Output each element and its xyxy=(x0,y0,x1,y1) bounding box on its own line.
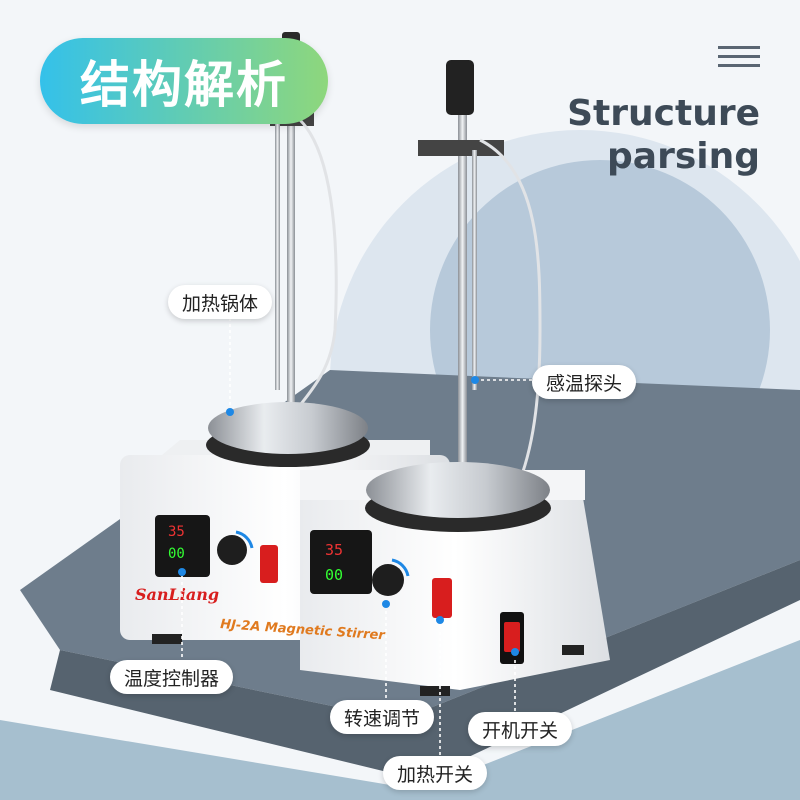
left-stand-rod xyxy=(287,40,295,430)
menu-icon xyxy=(718,46,760,68)
stirrer-body-right xyxy=(300,480,610,690)
title-en-line2: parsing xyxy=(607,136,760,177)
left-hot-plate xyxy=(208,402,368,454)
left-heat-switch xyxy=(260,545,278,583)
label-power-switch: 开机开关 xyxy=(468,712,573,746)
title-en-line1: Structure xyxy=(567,93,760,134)
left-temp-display xyxy=(155,515,210,577)
brand-logo: SanLiang xyxy=(135,585,219,604)
page-title-cn: 结构解析 xyxy=(40,38,328,124)
right-probe xyxy=(472,150,477,390)
left-probe xyxy=(275,120,280,390)
floor-strip xyxy=(0,640,800,800)
svg-text:00: 00 xyxy=(168,546,185,562)
label-heating-pot: 加热锅体 xyxy=(168,285,273,319)
right-temp-display xyxy=(310,530,372,594)
right-speed-knob xyxy=(372,564,404,596)
right-display-reading: 35 xyxy=(325,541,343,559)
right-stand-rod xyxy=(458,60,467,470)
label-temp-controller: 温度控制器 xyxy=(110,660,234,694)
svg-text:00: 00 xyxy=(325,566,343,584)
label-speed-knob: 转速调节 xyxy=(330,700,435,734)
left-speed-knob xyxy=(217,535,247,565)
left-display-reading: 35 xyxy=(168,524,185,540)
table-front xyxy=(50,560,800,780)
label-heat-switch: 加热开关 xyxy=(383,756,488,790)
right-hot-plate xyxy=(366,462,550,518)
right-heat-switch xyxy=(432,578,452,618)
label-temp-probe: 感温探头 xyxy=(532,365,637,399)
page-title-en: Structure parsing xyxy=(567,92,760,178)
